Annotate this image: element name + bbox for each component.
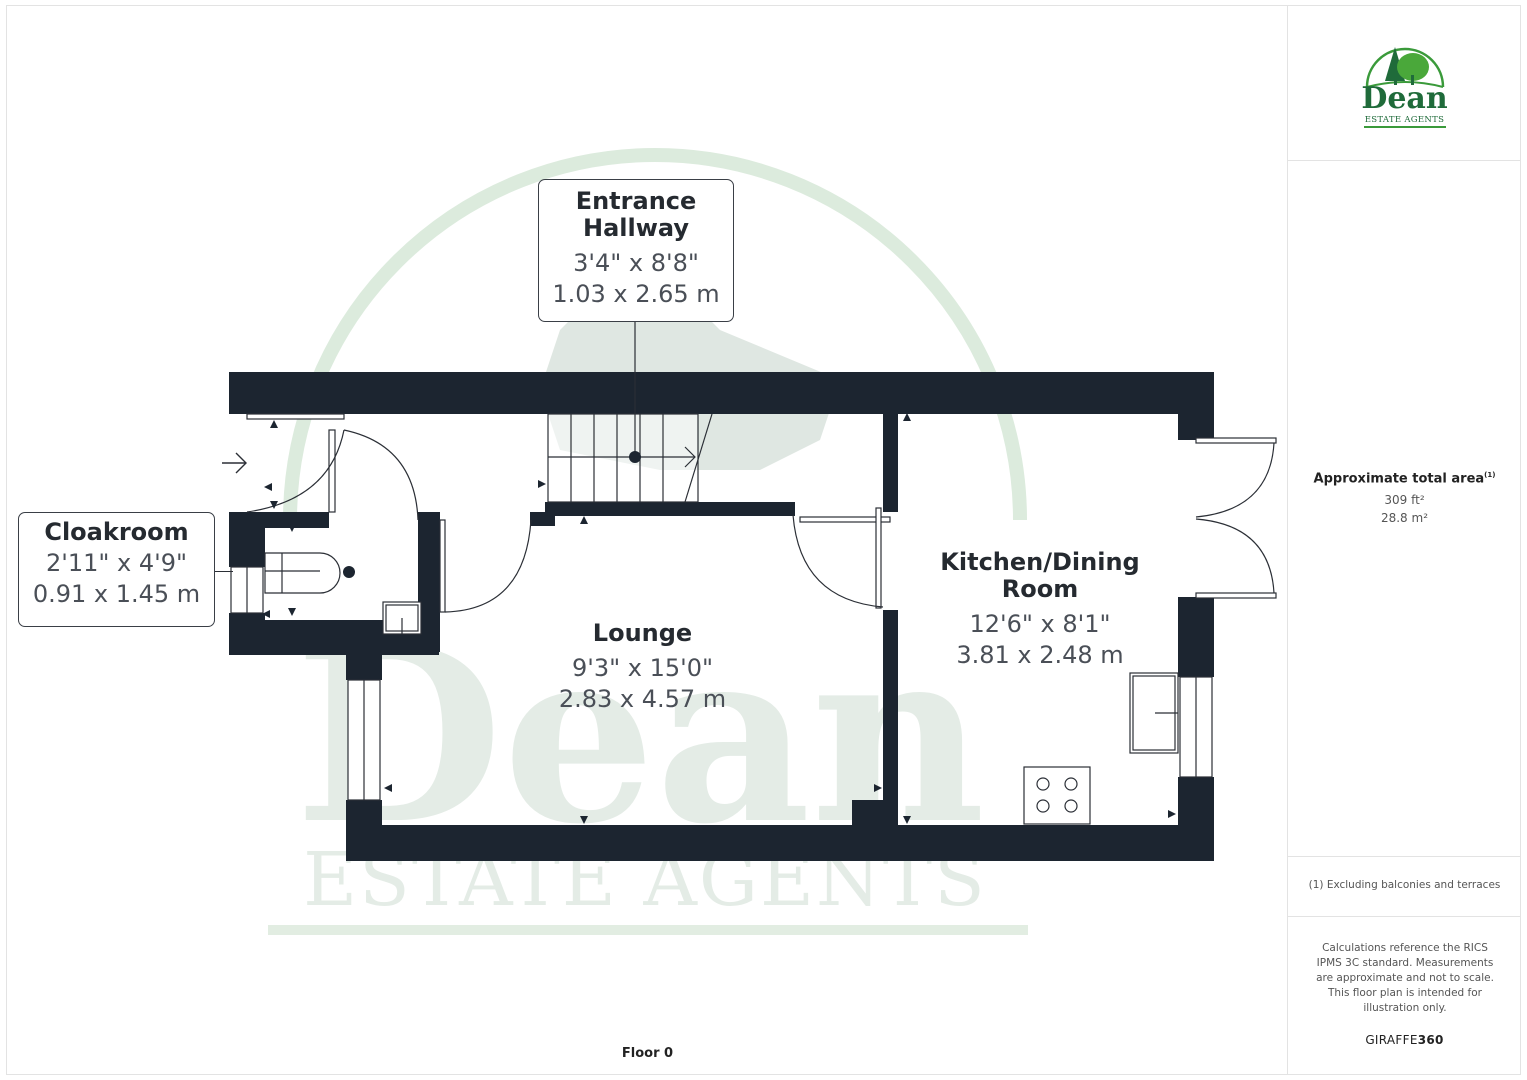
room-label-entrance-hallway: Entrance Hallway 3'4" x 8'8" 1.03 x 2.65…	[538, 179, 734, 322]
logo-tagline: ESTATE AGENTS	[1364, 115, 1445, 125]
room-name: Room	[1001, 575, 1079, 603]
room-dimensions-imperial: 2'11" x 4'9"	[45, 549, 188, 577]
info-sidebar: Dean ESTATE AGENTS Approximate total are…	[1287, 5, 1521, 1075]
disclaimer-section: Calculations reference the RICS IPMS 3C …	[1288, 917, 1521, 1075]
staircase	[547, 376, 713, 503]
dean-logo-icon	[1365, 47, 1445, 88]
room-dimensions-metric: 0.91 x 1.45 m	[32, 580, 201, 608]
area-section: Approximate total area(1) 309 ft² 28.8 m…	[1288, 161, 1521, 857]
provider-prefix: GIRAFFE	[1365, 1033, 1418, 1047]
room-name: Entrance	[575, 187, 697, 215]
footnote-text: (1) Excluding balconies and terraces	[1308, 879, 1501, 891]
provider-suffix: 360	[1417, 1033, 1444, 1047]
footnote-section: (1) Excluding balconies and terraces	[1288, 857, 1521, 917]
toilet-icon	[264, 552, 341, 594]
provider-brand: GIRAFFE360	[1288, 1033, 1521, 1047]
area-title-text: Approximate total area	[1313, 471, 1485, 487]
measure-markers	[262, 413, 1176, 824]
room-dimensions-metric: 2.83 x 4.57 m	[558, 685, 727, 713]
page-frame	[6, 5, 1521, 1075]
disclaimer-text: Calculations reference the RICS IPMS 3C …	[1316, 942, 1494, 1014]
floor-plan-drawing: Dean ESTATE AGENTS	[222, 148, 1277, 935]
room-name: Lounge	[592, 619, 693, 647]
sink-icon	[1129, 672, 1179, 754]
walls	[229, 372, 1214, 861]
room-label-kitchen-dining: Kitchen/Dining Room 12'6" x 8'1" 3.81 x …	[920, 549, 1160, 671]
entry-arrow-icon	[222, 452, 247, 474]
room-dimensions-imperial: 9'3" x 15'0"	[571, 654, 714, 682]
basin-icon	[382, 601, 422, 635]
hob-icon	[1023, 766, 1091, 825]
logo-section: Dean ESTATE AGENTS	[1288, 5, 1521, 161]
room-dimensions-metric: 1.03 x 2.65 m	[552, 280, 720, 308]
room-dimensions-metric: 3.81 x 2.48 m	[956, 641, 1124, 669]
kitchen-window	[1179, 676, 1213, 778]
room-label-lounge: Lounge 9'3" x 15'0" 2.83 x 4.57 m	[530, 620, 755, 715]
footnote-marker: (1)	[1484, 471, 1496, 479]
area-title: Approximate total area(1)	[1288, 471, 1521, 486]
room-name: Hallway	[582, 214, 689, 242]
logo-wordmark: Dean	[1361, 81, 1448, 116]
doors	[246, 413, 1277, 613]
room-dimensions-imperial: 3'4" x 8'8"	[573, 249, 699, 277]
area-sqm: 28.8 m²	[1380, 511, 1429, 525]
cloakroom-leader-line	[215, 571, 233, 572]
cloakroom-window	[230, 566, 264, 614]
lounge-window	[347, 679, 381, 801]
room-name: Kitchen/Dining	[940, 548, 1140, 576]
logo-underline	[1364, 126, 1446, 128]
room-name: Cloakroom	[44, 518, 189, 546]
area-sqft: 309 ft²	[1384, 493, 1425, 507]
room-dimensions-imperial: 12'6" x 8'1"	[969, 610, 1111, 638]
room-label-cloakroom: Cloakroom 2'11" x 4'9" 0.91 x 1.45 m	[18, 512, 215, 627]
floor-label: Floor 0	[621, 1046, 674, 1061]
